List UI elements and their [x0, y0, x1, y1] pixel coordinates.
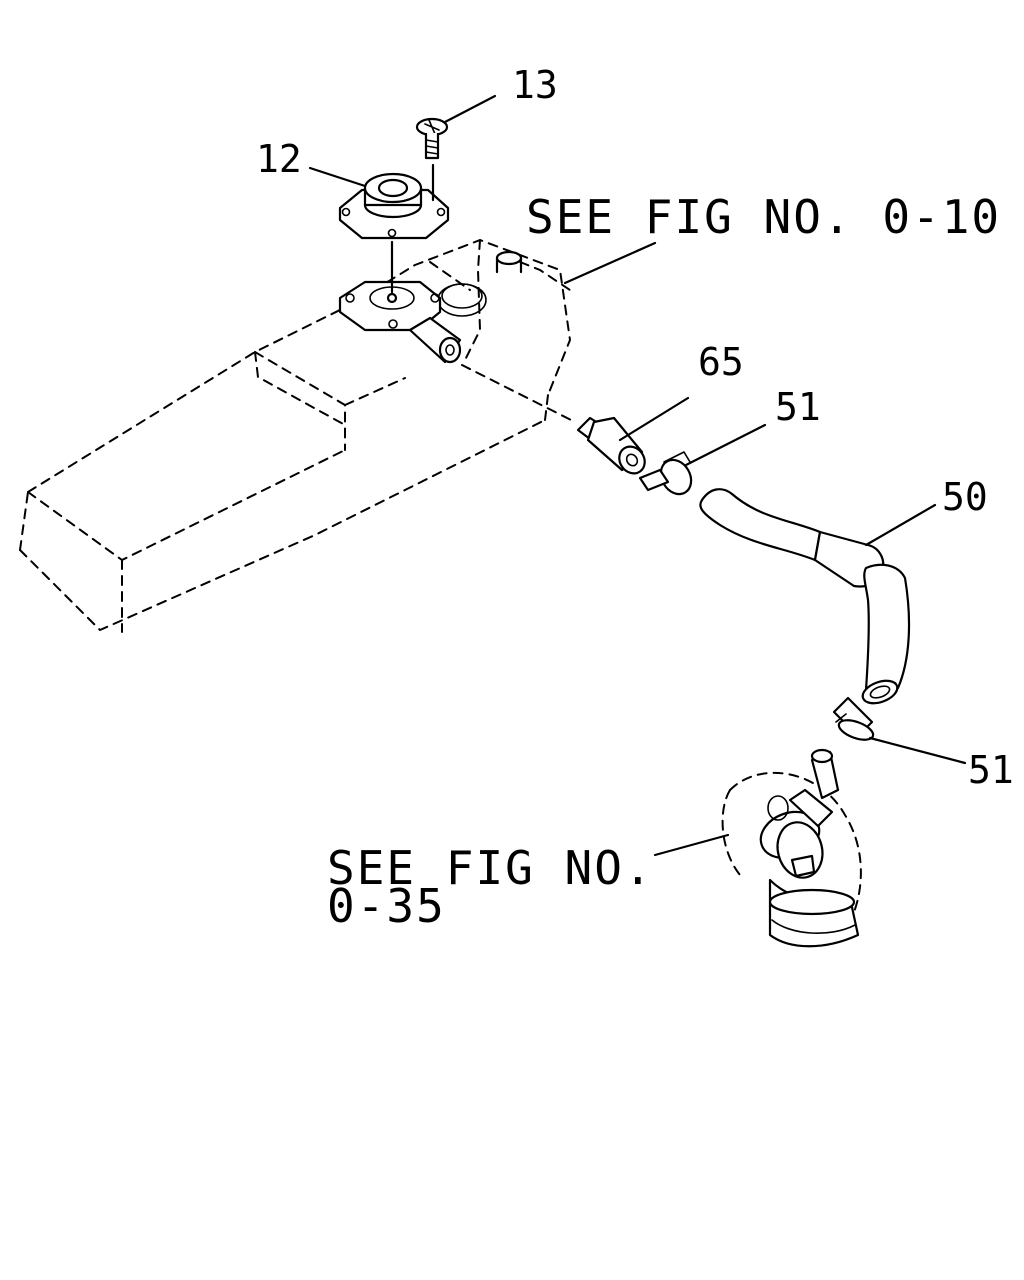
callout-65: 65 — [698, 340, 744, 384]
pcv-base — [338, 280, 462, 364]
leader-lines — [308, 94, 967, 857]
callout-51-upper: 51 — [775, 385, 821, 429]
pcv-cover-part-12 — [338, 172, 450, 240]
reference-fig-0-35-line1: SEE FIG NO. — [327, 841, 654, 895]
callout-50: 50 — [942, 475, 988, 519]
reference-fig-0-35-line2: 0-35 — [327, 879, 446, 933]
callout-13: 13 — [512, 63, 558, 107]
reference-fig-0-10: SEE FIG NO. 0-10 — [526, 190, 1001, 244]
air-duct-assembly — [721, 748, 862, 948]
rocker-cover — [19, 239, 571, 633]
hose-part-50 — [699, 488, 911, 705]
screw-part-13 — [415, 117, 449, 160]
alignment-line-65 — [461, 364, 576, 423]
callout-12: 12 — [256, 137, 302, 181]
callout-51-lower: 51 — [968, 748, 1014, 792]
clamp-part-51-upper — [638, 451, 693, 496]
clamp-part-51-lower — [832, 696, 875, 741]
connector-part-65 — [576, 416, 646, 475]
